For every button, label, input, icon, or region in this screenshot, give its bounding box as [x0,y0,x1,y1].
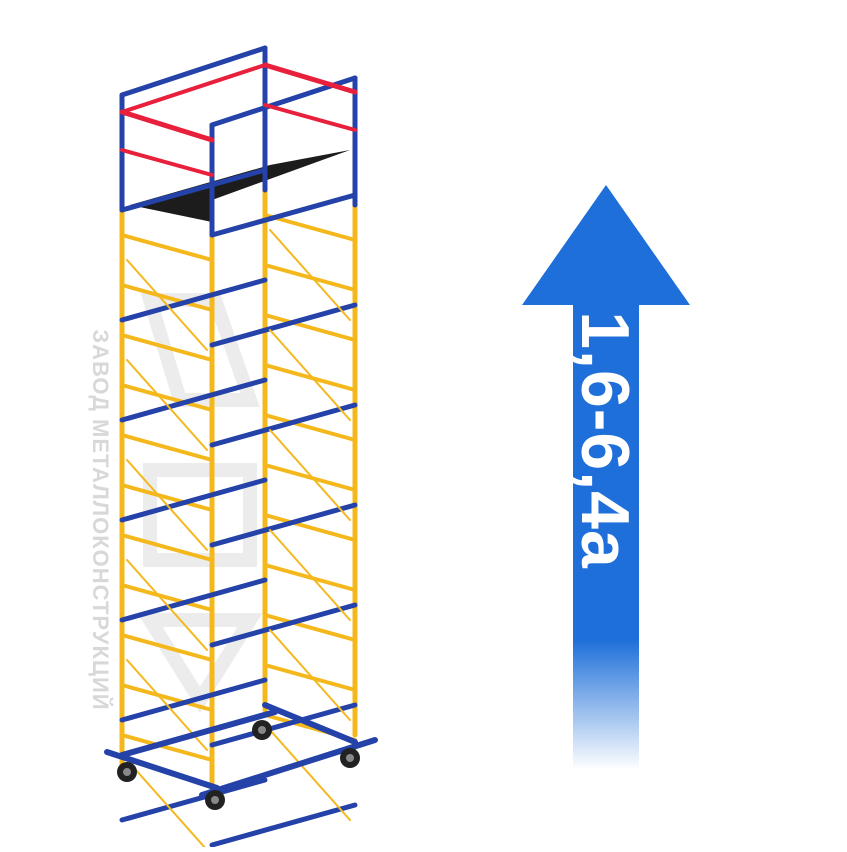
platform-beam [119,167,268,213]
horizontal-brace [119,277,268,323]
caster-hub [258,726,266,734]
diagonal-brace [269,229,351,321]
horizontal-brace [119,777,268,823]
rung [120,683,214,712]
diagonal-brace [126,559,208,651]
diagonal-brace [269,629,351,721]
horizontal-brace [119,377,268,423]
horizontal-brace [119,477,268,523]
base-beam [119,709,278,758]
guardrail-red [120,148,214,177]
diagonal-brace [269,729,351,821]
rung [120,633,214,662]
caster-hub [123,768,131,776]
horizontal-brace [209,702,358,748]
rung [263,513,357,542]
rung [263,613,357,642]
guardrail-red [119,109,215,143]
rung [120,533,214,562]
rung [120,483,214,512]
scaffold-tower [104,45,378,851]
diagonal-brace [269,329,351,421]
caster-hub [346,754,354,762]
diagonal-brace [126,259,208,351]
diagonal-brace [126,759,208,851]
rung [120,333,214,362]
rung [120,583,214,612]
horizontal-brace [119,677,268,723]
guardrail-red [120,63,267,114]
horizontal-brace [119,577,268,623]
platform-deck [130,150,350,222]
horizontal-brace [209,402,358,448]
rung [263,313,357,342]
platform-beam [209,192,358,238]
watermark-text: ЗАВОД МЕТАЛЛОКОНСТРУКЦИЙ [88,329,113,711]
arrow-up-icon [522,185,690,305]
horizontal-brace [209,802,358,848]
rung [263,663,357,692]
horizontal-brace [209,502,358,548]
rung [263,413,357,442]
rung [120,433,214,462]
rung [120,233,214,262]
rung [263,563,357,592]
diagonal-brace [269,429,351,521]
diagonal-brace [126,359,208,451]
rung [263,263,357,292]
diagonal-brace [126,459,208,551]
horizontal-brace [209,602,358,648]
rung [120,733,214,762]
base-beam [262,702,358,745]
guardrail-red [263,103,357,132]
height-range-label: 1,6-6,4а [567,311,643,569]
diagonal-brace [269,529,351,621]
caster-hub [211,796,219,804]
rung [263,463,357,492]
guardrail-red [262,62,358,95]
arrow-shaft [573,304,639,770]
rung [263,363,357,392]
base-beam [104,749,220,791]
height-arrow [522,185,690,770]
rung [263,213,357,242]
horizontal-brace [209,302,358,348]
rung [120,383,214,412]
rung [120,283,214,312]
top-rail [119,45,268,98]
